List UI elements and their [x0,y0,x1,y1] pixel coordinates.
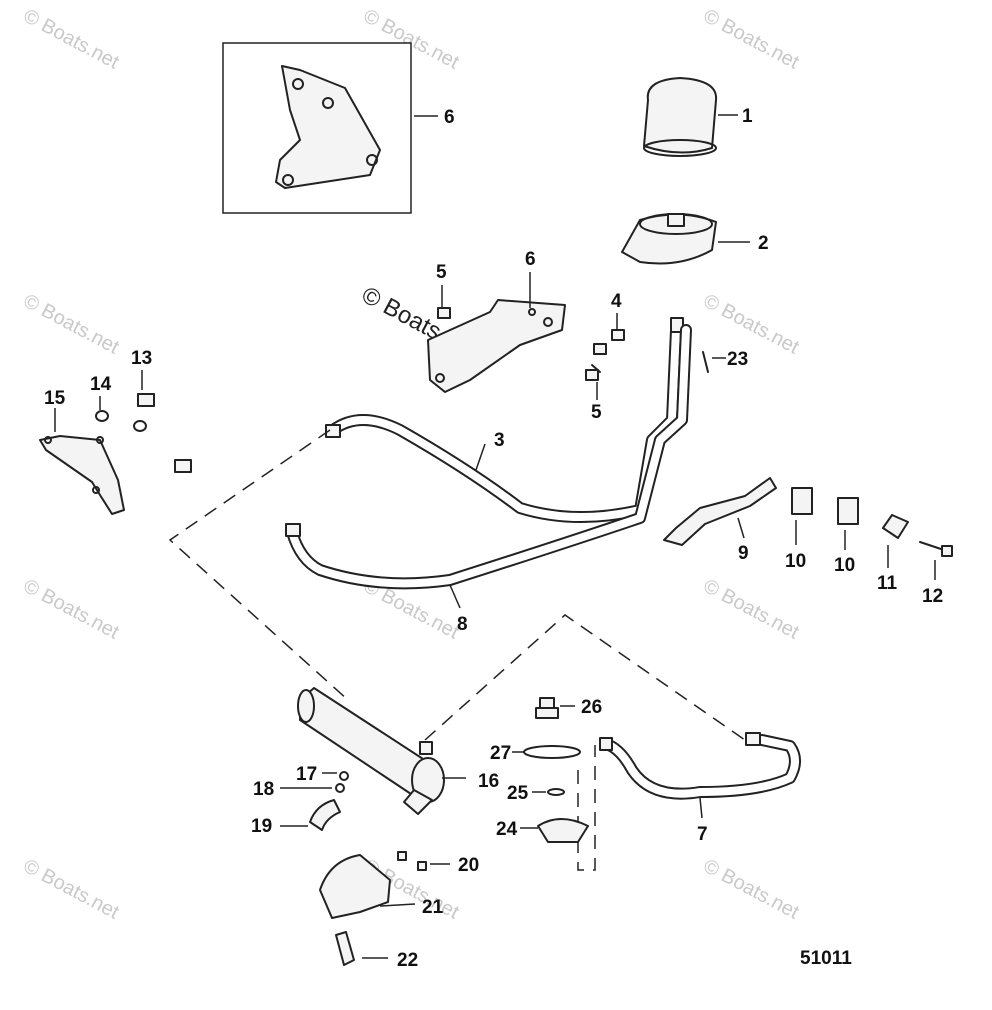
clip-22 [335,931,388,966]
callout-7: 7 [697,824,708,845]
callout-4: 4 [611,291,622,312]
bracket-21 [319,854,416,919]
bracket-6 [427,272,566,393]
watermark: © Boats.net [20,575,123,644]
bolt-12 [919,541,953,580]
callout-20: 20 [458,855,479,876]
callout-13: 13 [131,348,152,369]
bracket-9 [663,477,777,546]
bracket-6-inset [275,65,381,189]
cap-24 [520,818,589,843]
callout-27: 27 [490,743,511,764]
watermark: © Boats.net [700,855,803,924]
screw-23 [702,351,726,373]
callout-18: 18 [253,779,274,800]
callout-14: 14 [90,374,112,395]
clamp-19 [280,799,341,831]
nut-17 [322,771,349,781]
watermark: © Boats.net [20,5,123,74]
diagram-id: 51011 [800,948,852,969]
callout-6-inset: 6 [444,107,455,128]
watermark: © Boats.net [20,855,123,924]
inset-box [222,42,438,214]
callout-15: 15 [44,388,66,409]
callout-5b: 5 [591,402,602,423]
bolt-5 [437,285,607,400]
callout-2: 2 [758,233,769,254]
part-26 [535,697,575,719]
filter-adapter-2 [621,213,750,265]
callout-23: 23 [727,349,748,370]
callout-9: 9 [738,543,749,564]
callout-21: 21 [422,897,444,918]
callout-12: 12 [922,586,943,607]
callout-26: 26 [581,697,602,718]
nut-4 [611,313,625,341]
dashed-lines [168,429,746,871]
callout-5a: 5 [436,262,447,283]
callout-10a: 10 [785,551,806,572]
washer-14 [95,396,147,432]
callout-11: 11 [877,573,898,594]
callout-6: 6 [525,249,536,270]
oil-filter-1 [643,77,738,157]
callouts: 6 1 2 5 6 4 5 23 13 14 15 3 9 10 10 11 1… [44,106,943,971]
callout-19: 19 [251,816,272,837]
callout-25: 25 [507,783,529,804]
callout-8: 8 [457,614,468,635]
bolt-13 [137,370,192,473]
screw-20 [397,851,450,871]
watermark: © Boats.net [20,290,123,359]
clip-10a [791,487,813,545]
watermark: © Boats.net [700,290,803,359]
callout-17: 17 [296,764,317,785]
callout-24: 24 [496,819,518,840]
bracket-15 [39,408,125,515]
nut-11 [882,514,909,568]
oil-cooler-16 [297,687,466,815]
callout-16: 16 [478,771,499,792]
callout-10b: 10 [834,555,855,576]
washer-18 [280,783,345,793]
callout-22: 22 [397,950,418,971]
hose-7 [599,732,801,819]
seal-27 [512,745,581,759]
watermark: © Boats.net [700,5,803,74]
callout-3: 3 [494,430,505,451]
watermark: © Boats.net [700,575,803,644]
hose-3 [325,317,684,523]
callout-1: 1 [742,106,753,127]
clip-10b [837,497,859,550]
oring-25 [532,788,565,796]
hose-8 [285,324,692,609]
